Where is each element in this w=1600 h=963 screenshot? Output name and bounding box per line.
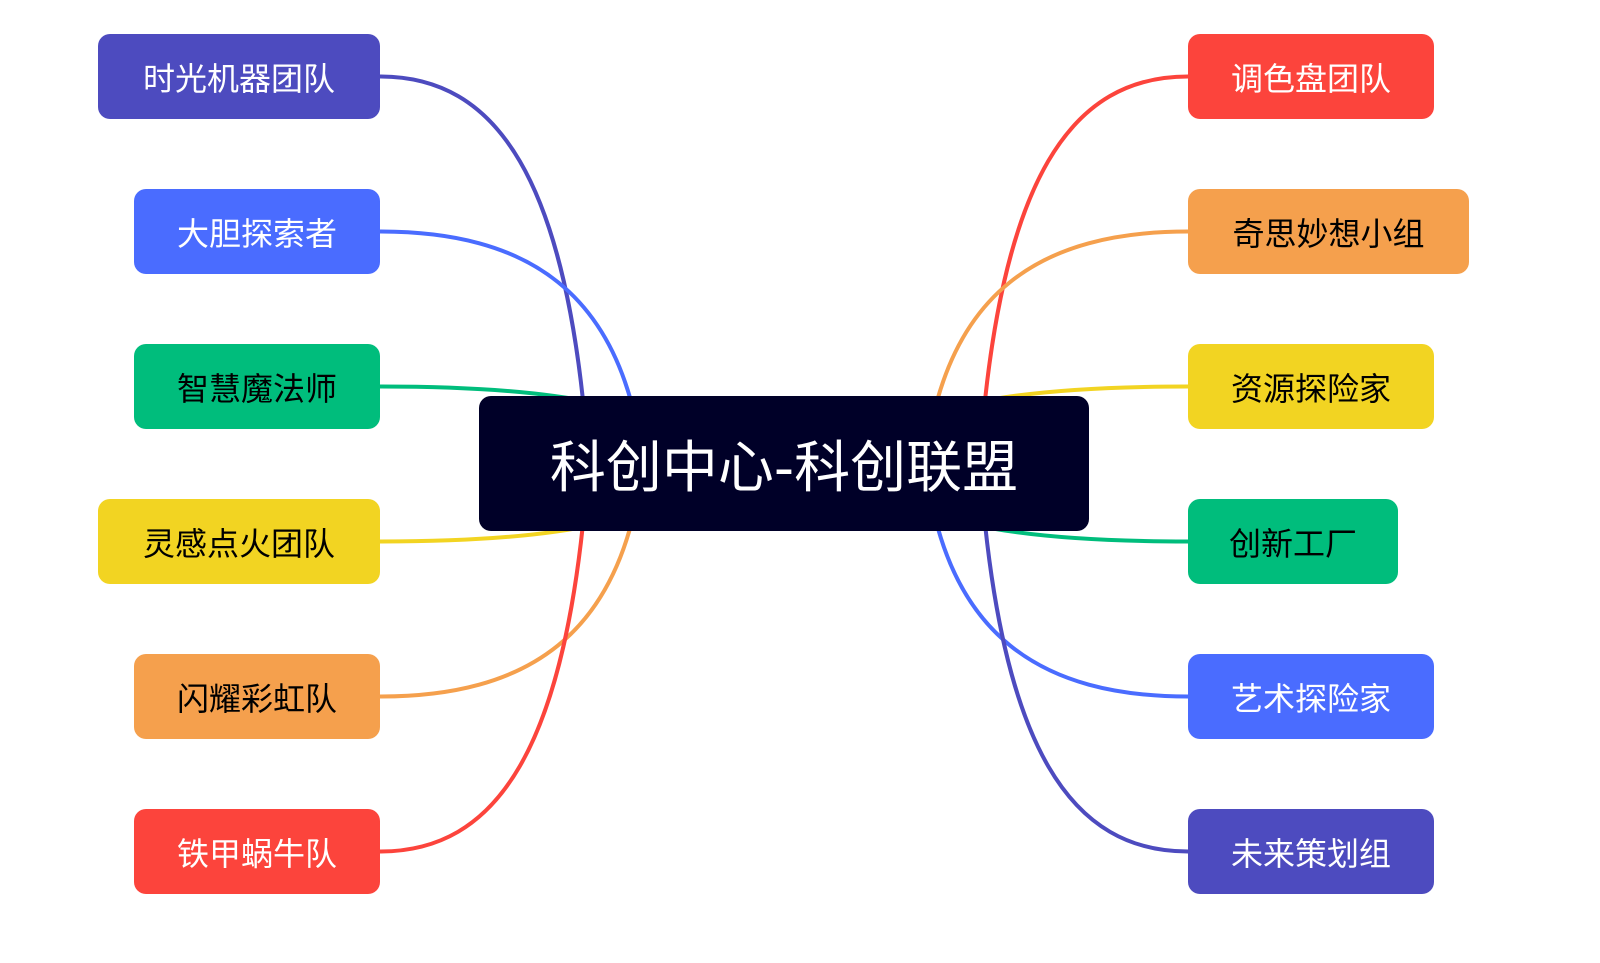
connector-right-1 [977, 74, 1189, 464]
connector-right-6 [977, 463, 1189, 854]
branch-node-left-1[interactable]: 时光机器团队 [98, 34, 380, 119]
branch-node-left-4[interactable]: 灵感点火团队 [98, 499, 380, 584]
root-node[interactable]: 科创中心-科创联盟 [479, 396, 1089, 531]
branch-node-right-2[interactable]: 奇思妙想小组 [1188, 189, 1469, 274]
branch-node-right-5[interactable]: 艺术探险家 [1188, 654, 1434, 739]
branch-node-left-2[interactable]: 大胆探索者 [134, 189, 380, 274]
branch-node-right-3[interactable]: 资源探险家 [1188, 344, 1434, 429]
branch-node-right-4[interactable]: 创新工厂 [1188, 499, 1398, 584]
branch-node-right-6[interactable]: 未来策划组 [1188, 809, 1434, 894]
branch-node-left-6[interactable]: 铁甲蜗牛队 [134, 809, 380, 894]
connector-left-6 [379, 463, 591, 854]
branch-node-right-1[interactable]: 调色盘团队 [1188, 34, 1434, 119]
branch-node-left-3[interactable]: 智慧魔法师 [134, 344, 380, 429]
connector-left-1 [379, 74, 591, 464]
branch-node-left-5[interactable]: 闪耀彩虹队 [134, 654, 380, 739]
